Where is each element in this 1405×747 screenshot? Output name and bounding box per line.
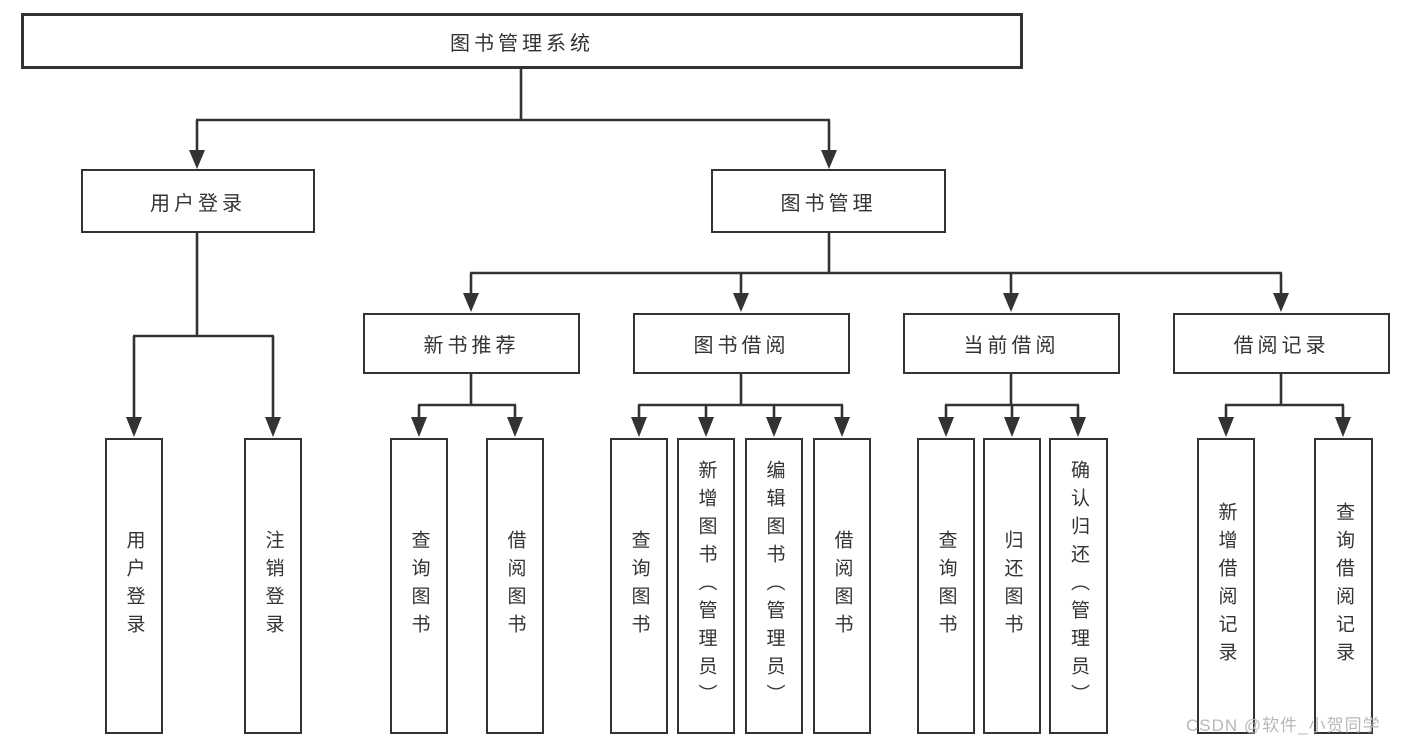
watermark-text: CSDN @软件_小贺同学 xyxy=(1186,716,1381,735)
node-label: 新书推荐 xyxy=(423,335,520,357)
leaf-user-login: 用户登录 xyxy=(105,438,163,734)
node-label: 当前借阅 xyxy=(963,335,1060,357)
leaf-newbook-query-books: 查询图书 xyxy=(390,438,448,734)
node-current-borrowing: 当前借阅 xyxy=(903,313,1120,374)
node-label: 用户登录 xyxy=(150,192,246,215)
node-book-management: 图书管理 xyxy=(711,169,946,233)
leaf-edit-books-admin: 编辑图书（管理员） xyxy=(745,438,803,734)
node-label: 查询图书 xyxy=(628,530,650,642)
node-label: 查询借阅记录 xyxy=(1333,502,1354,670)
node-new-book-recommendation: 新书推荐 xyxy=(363,313,580,374)
leaf-borrow-query-books: 查询图书 xyxy=(610,438,668,734)
node-label: 图书借阅 xyxy=(693,335,790,357)
node-label: 归还图书 xyxy=(1001,530,1023,642)
node-book-borrowing: 图书借阅 xyxy=(633,313,850,374)
node-label: 编辑图书（管理员） xyxy=(763,460,785,712)
node-label: 查询图书 xyxy=(935,530,957,642)
leaf-logout-login: 注销登录 xyxy=(244,438,302,734)
leaf-newbook-borrow-books: 借阅图书 xyxy=(486,438,544,734)
node-label: 借阅图书 xyxy=(831,530,853,642)
node-user-login: 用户登录 xyxy=(81,169,315,233)
node-label: 借阅记录 xyxy=(1233,335,1330,357)
node-label: 新增借阅记录 xyxy=(1215,502,1237,670)
node-label: 图书管理系统 xyxy=(450,32,594,55)
leaf-query-borrow-record: 查询借阅记录 xyxy=(1314,438,1373,734)
node-label: 查询图书 xyxy=(408,530,430,642)
leaf-confirm-return-admin: 确认归还（管理员） xyxy=(1049,438,1108,734)
node-label: 图书管理 xyxy=(780,192,877,215)
leaf-add-books-admin: 新增图书（管理员） xyxy=(677,438,735,734)
node-label: 用户登录 xyxy=(123,530,145,642)
arrowheads xyxy=(126,150,1351,437)
leaf-add-borrow-record: 新增借阅记录 xyxy=(1197,438,1255,734)
node-label: 注销登录 xyxy=(262,530,284,642)
node-library-system: 图书管理系统 xyxy=(21,13,1023,69)
leaf-current-query-books: 查询图书 xyxy=(917,438,975,734)
node-label: 确认归还（管理员） xyxy=(1068,460,1089,712)
node-label: 借阅图书 xyxy=(504,530,526,642)
leaf-borrow-borrow-books: 借阅图书 xyxy=(813,438,871,734)
node-borrowing-records: 借阅记录 xyxy=(1173,313,1390,374)
node-label: 新增图书（管理员） xyxy=(695,460,717,712)
leaf-return-books: 归还图书 xyxy=(983,438,1041,734)
